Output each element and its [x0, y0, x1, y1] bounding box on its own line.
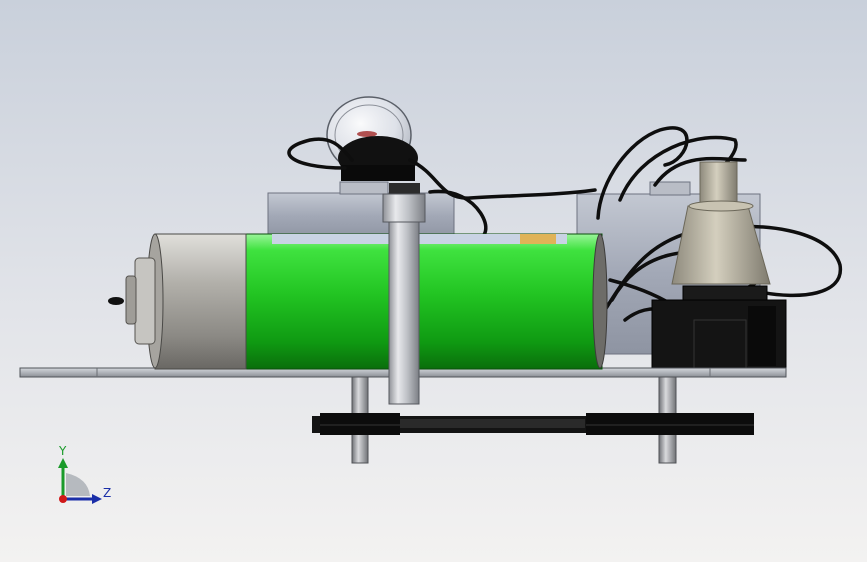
battery: [243, 233, 608, 370]
y-axis-label: Y: [58, 444, 67, 458]
battery-end-cap: [108, 233, 247, 370]
axis-triad: Y Z: [58, 444, 111, 504]
y-axis-arrow-icon: [58, 458, 68, 468]
black-motor-block: [651, 285, 787, 369]
cone-part: [671, 161, 771, 285]
battery-clamp: [382, 183, 426, 405]
drive-belt: [312, 413, 754, 435]
z-axis-arrow-icon: [92, 494, 102, 504]
x-axis-origin-icon: [59, 495, 67, 503]
z-axis-label: Z: [103, 486, 111, 500]
bulb-socket: [338, 136, 418, 181]
left-motor-housing: [267, 181, 455, 240]
